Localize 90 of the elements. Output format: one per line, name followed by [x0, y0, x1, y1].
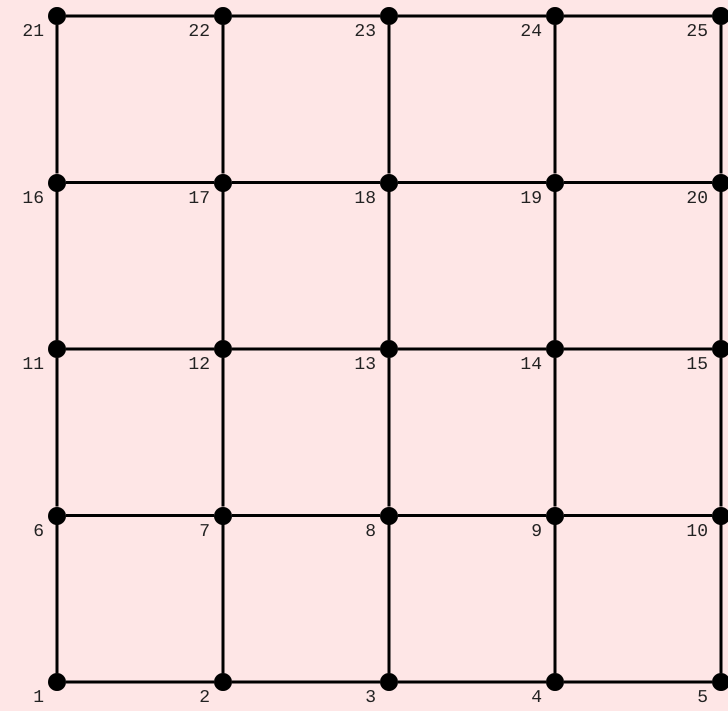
- connector-line: [388, 358, 390, 506]
- connector-line: [398, 181, 546, 184]
- connector-line: [398, 348, 546, 350]
- node-dot: [546, 340, 564, 358]
- connector-line: [720, 25, 722, 174]
- connector-line: [554, 524, 556, 673]
- connector-line: [564, 14, 712, 18]
- connector-line: [232, 680, 380, 684]
- connector-line: [222, 192, 224, 340]
- node-dot: [214, 506, 232, 524]
- connector-line: [66, 348, 214, 350]
- connector-line: [66, 680, 214, 684]
- node-number: 21: [22, 21, 44, 43]
- node-number: 8: [365, 520, 376, 542]
- node-number: 23: [354, 21, 376, 43]
- node-number: 12: [188, 354, 210, 376]
- connector-line: [56, 524, 58, 673]
- node-dot: [380, 506, 398, 524]
- node-number: 18: [354, 188, 376, 210]
- node-number: 14: [520, 354, 542, 376]
- connector-line: [56, 25, 58, 174]
- node-dot: [712, 7, 728, 25]
- connector-line: [222, 524, 224, 673]
- node-number: 9: [531, 520, 542, 542]
- node-dot: [546, 174, 564, 192]
- connector-line: [222, 358, 224, 506]
- node-dot: [48, 7, 66, 25]
- connector-line: [388, 192, 390, 340]
- node-dot: [214, 7, 232, 25]
- node-number: 5: [697, 687, 708, 709]
- connector-line: [232, 514, 380, 517]
- connector-line: [720, 192, 722, 340]
- connector-line: [720, 524, 722, 673]
- node-dot: [546, 7, 564, 25]
- node-dot: [546, 673, 564, 691]
- node-number: 6: [33, 520, 44, 542]
- node-dot: [380, 7, 398, 25]
- connector-line: [388, 524, 390, 673]
- connector-line: [398, 14, 546, 18]
- node-number: 2: [199, 687, 210, 709]
- node-number: 24: [520, 21, 542, 43]
- node-number: 22: [188, 21, 210, 43]
- connector-line: [398, 680, 546, 684]
- node-number: 4: [531, 687, 542, 709]
- node-dot: [712, 340, 728, 358]
- node-dot: [214, 174, 232, 192]
- node-number: 3: [365, 687, 376, 709]
- node-dot: [214, 673, 232, 691]
- connector-line: [56, 192, 58, 340]
- node-number: 11: [22, 354, 44, 376]
- node-number: 10: [686, 520, 708, 542]
- connector-line: [720, 358, 722, 506]
- node-number: 25: [686, 21, 708, 43]
- node-dot: [214, 340, 232, 358]
- node-number: 19: [520, 188, 542, 210]
- connector-line: [398, 514, 546, 517]
- node-dot: [380, 340, 398, 358]
- node-dot: [380, 174, 398, 192]
- node-number: 17: [188, 188, 210, 210]
- node-dot: [712, 174, 728, 192]
- connector-line: [554, 25, 556, 174]
- connector-line: [222, 25, 224, 174]
- node-dot: [712, 506, 728, 524]
- connector-line: [56, 358, 58, 506]
- node-dot: [380, 673, 398, 691]
- node-number: 7: [199, 520, 210, 542]
- connector-line: [564, 181, 712, 184]
- connector-line: [232, 348, 380, 350]
- node-dot: [546, 506, 564, 524]
- node-dot: [48, 174, 66, 192]
- connector-line: [564, 680, 712, 684]
- connector-line: [388, 25, 390, 174]
- node-dot: [48, 340, 66, 358]
- connector-line: [554, 358, 556, 506]
- node-number: 20: [686, 188, 708, 210]
- connector-line: [232, 14, 380, 18]
- connector-line: [564, 514, 712, 517]
- connector-line: [232, 181, 380, 184]
- node-number: 13: [354, 354, 376, 376]
- connector-line: [554, 192, 556, 340]
- node-dot: [712, 673, 728, 691]
- node-number: 1: [33, 687, 44, 709]
- node-dot: [48, 506, 66, 524]
- connector-line: [66, 14, 214, 18]
- node-number: 15: [686, 354, 708, 376]
- node-dot: [48, 673, 66, 691]
- connector-line: [564, 348, 712, 350]
- node-number: 16: [22, 188, 44, 210]
- connector-line: [66, 514, 214, 517]
- connector-line: [66, 181, 214, 184]
